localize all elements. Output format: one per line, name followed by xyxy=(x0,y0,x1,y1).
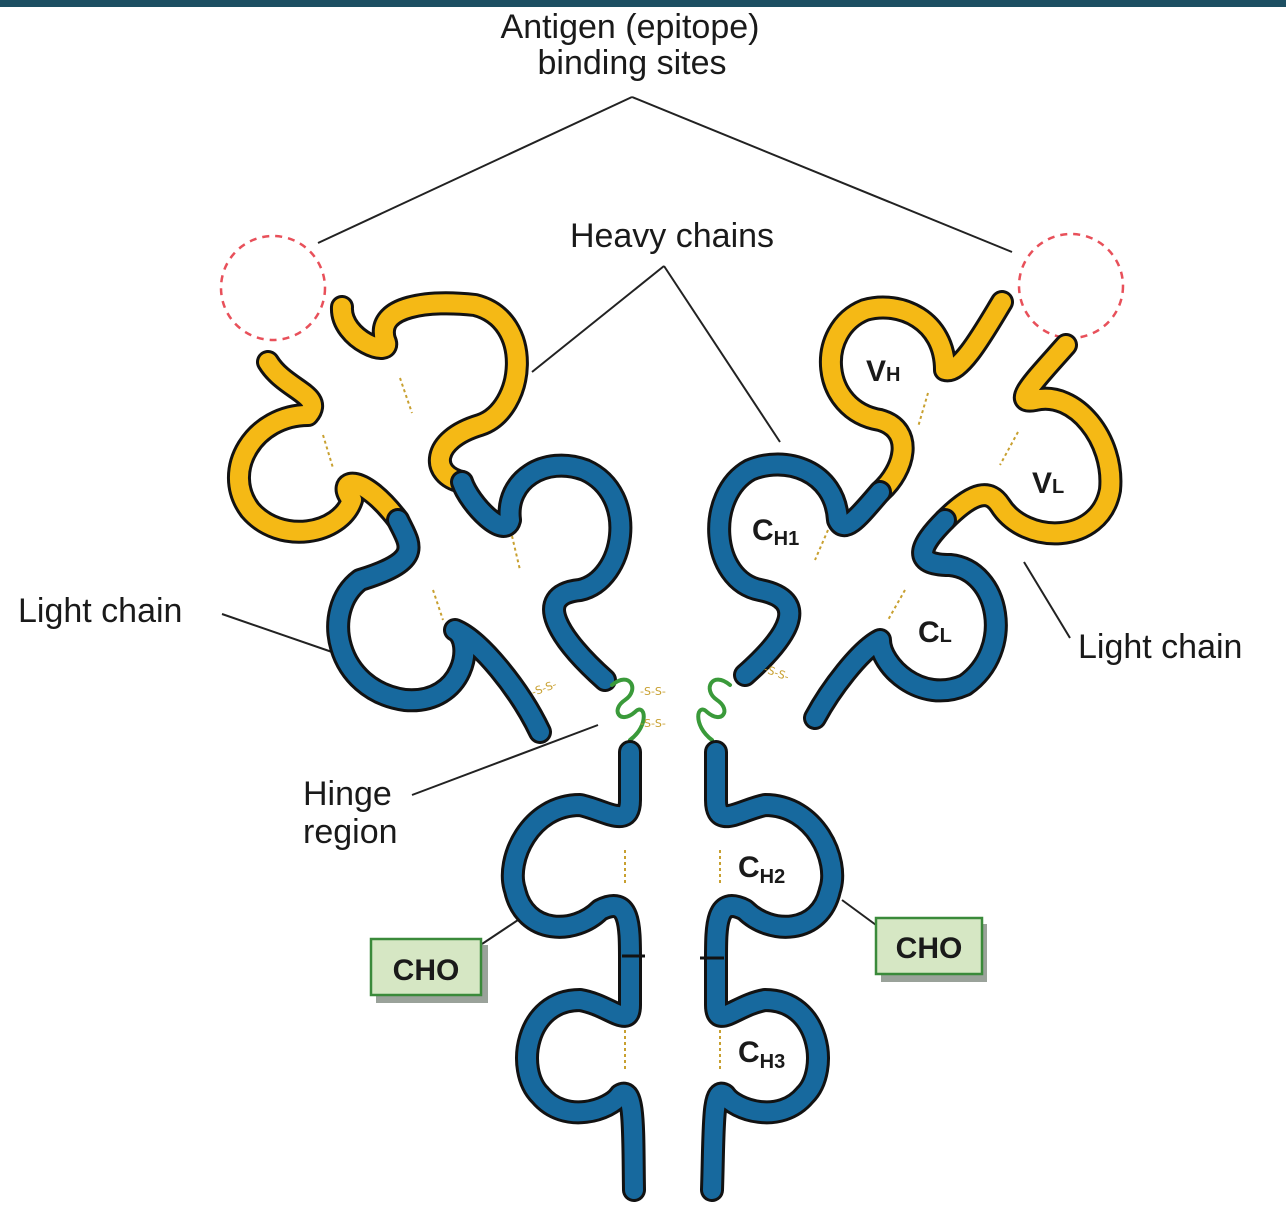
cho-label-right: CHO xyxy=(896,932,963,965)
bond-hinge-lower: -S-S- xyxy=(640,717,666,730)
domain-label-cl: CL xyxy=(918,616,952,649)
antigen-site-left xyxy=(221,236,325,340)
cho-box-left: CHO xyxy=(371,939,488,1003)
left-heavy-chain-fc xyxy=(513,752,634,1190)
cho-label-left: CHO xyxy=(393,954,460,987)
heavy-chains-label: Heavy chains xyxy=(570,217,774,255)
domain-label-vl: VL xyxy=(1032,467,1064,500)
cho-box-right: CHO xyxy=(876,918,987,982)
hinge-label-line1: Hinge xyxy=(303,775,392,813)
hinge-region xyxy=(612,680,730,740)
domain-label-ch3: CH3 xyxy=(738,1036,785,1073)
bond-left-light-heavy: -S-S- xyxy=(530,678,559,699)
domain-label-vh: VH xyxy=(866,355,900,388)
hinge-label-line2: region xyxy=(303,813,398,851)
right-heavy-chain-fc xyxy=(712,752,832,1190)
right-heavy-chain-fab xyxy=(719,302,1002,675)
light-chain-label-left: Light chain xyxy=(18,592,182,630)
antigen-label-line2: binding sites xyxy=(537,44,726,82)
bond-hinge-upper: -S-S- xyxy=(640,685,666,698)
light-chain-label-right: Light chain xyxy=(1078,628,1242,666)
bond-right-light-heavy: -S-S- xyxy=(762,662,791,683)
domain-label-ch1: CH1 xyxy=(752,514,799,550)
antigen-site-right xyxy=(1019,234,1123,338)
domain-label-ch2: CH2 xyxy=(738,851,785,888)
antigen-label-line1: Antigen (epitope) xyxy=(501,8,760,46)
